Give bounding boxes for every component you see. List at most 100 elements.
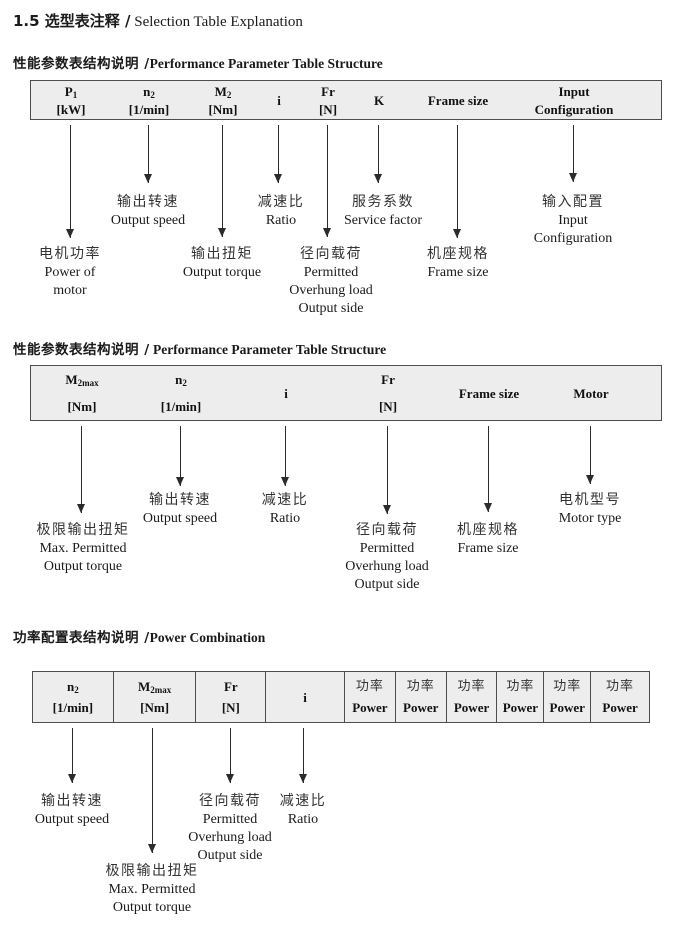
down-arrow xyxy=(383,426,391,514)
label-output-torque: 输出扭矩 Output torque xyxy=(182,246,262,280)
label-output-speed: 输出转速 Output speed xyxy=(34,793,110,827)
page-title: 1.5 选型表注释 / Selection Table Explanation xyxy=(13,10,303,31)
page-title-en: Selection Table Explanation xyxy=(130,14,303,30)
power-zh: 功率 xyxy=(457,679,486,694)
down-arrow xyxy=(77,426,85,513)
sym-n2: n xyxy=(143,83,151,99)
header-cell-power-3: 功率 Power xyxy=(445,672,497,722)
label-max-output-torque: 极限输出扭矩 Max. Permitted Output torque xyxy=(36,522,130,574)
power-en: Power xyxy=(403,700,439,715)
header-cell-n2: n2 [1/min] xyxy=(33,672,113,722)
sub-m2max: 2max xyxy=(150,685,172,695)
power-zh: 功率 xyxy=(606,679,635,694)
sub-p1: 1 xyxy=(72,89,78,100)
down-arrow xyxy=(453,125,461,238)
sym-fr: Fr xyxy=(223,679,238,694)
section-3-heading: 功率配置表结构说明 /Power Combination xyxy=(13,626,265,646)
header-cell-power-6: 功率 Power xyxy=(590,672,649,722)
section-2-heading-zh: 性能参数表结构说明 / xyxy=(13,342,150,358)
power-zh: 功率 xyxy=(553,679,582,694)
power-en: Power xyxy=(453,700,490,715)
label-input-configuration: 输入配置 Input Configuration xyxy=(533,194,613,246)
down-arrow xyxy=(274,125,282,183)
header-cell-fr: Fr [N] xyxy=(379,366,397,420)
section-2-heading: 性能参数表结构说明 / Performance Parameter Table … xyxy=(13,338,386,358)
down-arrow xyxy=(226,728,234,783)
sub-m2: 2 xyxy=(226,89,232,100)
label-frame-size: 机座规格 Frame size xyxy=(427,246,489,280)
header-cell-m2: M2 [Nm] xyxy=(209,81,238,119)
power-en: Power xyxy=(602,700,638,715)
down-arrow xyxy=(484,426,492,512)
label-ratio: 减速比 Ratio xyxy=(261,492,309,526)
header-cell-power-2: 功率 Power xyxy=(394,672,446,722)
header-cell-power-5: 功率 Power xyxy=(543,672,590,722)
unit-nm: [Nm] xyxy=(67,399,97,414)
sub-m2max: 2max xyxy=(77,378,99,388)
sub-n2: 2 xyxy=(74,685,79,695)
header-cell-i: i xyxy=(277,81,281,119)
section-1-heading-zh: 性能参数表结构说明 / xyxy=(13,56,150,72)
header-cell-power-4: 功率 Power xyxy=(496,672,543,722)
header-cell-k: K xyxy=(374,81,384,119)
power-zh: 功率 xyxy=(406,679,435,694)
power-en: Power xyxy=(502,700,539,715)
power-combination-table: n2 [1/min] M2max [Nm] Fr [N] i 功率 Power … xyxy=(32,671,650,723)
power-zh: 功率 xyxy=(506,679,535,694)
unit-nm: [Nm] xyxy=(208,101,238,117)
sym-m2max: M xyxy=(65,372,78,387)
header-cell-frame-size: Frame size xyxy=(459,366,519,420)
sym-i: i xyxy=(277,92,281,108)
section-2-heading-en: Performance Parameter Table Structure xyxy=(149,342,387,357)
header-cell-power-1: 功率 Power xyxy=(343,672,395,722)
sym-n2: n xyxy=(67,679,75,694)
header-cell-motor: Motor xyxy=(573,366,608,420)
power-en: Power xyxy=(549,700,585,715)
down-arrow xyxy=(374,125,382,183)
page-title-zh: 1.5 选型表注释 / xyxy=(13,12,131,30)
sym-frame-size: Frame size xyxy=(458,385,520,401)
label-overhung-load: 径向载荷 Permitted Overhung load Output side xyxy=(345,522,429,592)
unit-1min: [1/min] xyxy=(52,700,94,715)
unit-1min: [1/min] xyxy=(128,101,170,117)
section-3-heading-en: Power Combination xyxy=(149,630,266,645)
header-cell-input-config: Input Configuration xyxy=(535,81,614,119)
label-output-speed: 输出转速 Output speed xyxy=(110,194,186,228)
label-ratio: 减速比 Ratio xyxy=(257,194,305,228)
section-1-heading: 性能参数表结构说明 /Performance Parameter Table S… xyxy=(13,52,383,72)
label-output-speed: 输出转速 Output speed xyxy=(142,492,218,526)
down-arrow xyxy=(66,125,74,238)
sym-i: i xyxy=(284,385,288,401)
sym-p1: P xyxy=(64,83,73,99)
down-arrow xyxy=(281,426,289,486)
sub-n2: 2 xyxy=(150,89,155,100)
down-arrow xyxy=(323,125,331,237)
down-arrow xyxy=(299,728,307,783)
sym-i: i xyxy=(303,689,307,705)
unit-nm: [Nm] xyxy=(140,700,170,715)
section-1-heading-en: Performance Parameter Table Structure xyxy=(149,56,383,71)
power-zh: 功率 xyxy=(355,679,384,694)
performance-table-1: P1 [kW] n2 [1/min] M2 [Nm] i Fr [N] K Fr… xyxy=(30,80,662,120)
down-arrow xyxy=(586,426,594,484)
sym-configuration: Configuration xyxy=(534,101,614,117)
header-cell-frame-size: Frame size xyxy=(428,81,488,119)
sym-frame-size: Frame size xyxy=(427,92,489,108)
header-cell-p1: P1 [kW] xyxy=(57,81,86,119)
label-overhung-load: 径向载荷 Permitted Overhung load Output side xyxy=(188,793,272,863)
sym-motor: Motor xyxy=(573,385,609,401)
header-cell-m2max: M2max [Nm] xyxy=(65,366,98,420)
header-cell-m2max: M2max [Nm] xyxy=(112,672,196,722)
header-cell-n2: n2 [1/min] xyxy=(161,366,201,420)
sym-m2: M xyxy=(214,83,227,99)
power-en: Power xyxy=(352,700,388,715)
header-cell-i: i xyxy=(284,366,288,420)
sym-m2max: M xyxy=(137,679,151,694)
section-3-heading-zh: 功率配置表结构说明 / xyxy=(13,630,150,646)
unit-n: [N] xyxy=(318,101,338,117)
down-arrow xyxy=(569,125,577,182)
label-motor-type: 电机型号 Motor type xyxy=(558,492,622,526)
sym-fr: Fr xyxy=(321,83,335,99)
down-arrow xyxy=(218,125,226,237)
